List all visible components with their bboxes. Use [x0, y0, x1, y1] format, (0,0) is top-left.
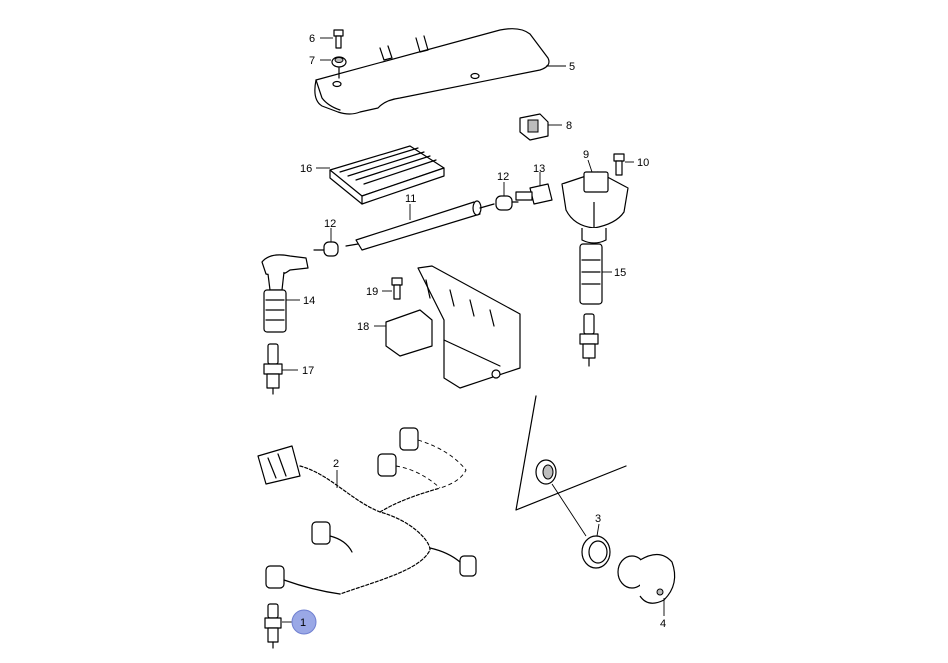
callout-5[interactable]: 5 [569, 61, 575, 73]
grommet-detail[interactable] [535, 459, 557, 485]
callout-16[interactable]: 16 [300, 163, 312, 175]
callout-10[interactable]: 10 [637, 157, 649, 169]
callout-1-highlight[interactable] [291, 609, 317, 635]
callout-1[interactable]: 1 [300, 617, 306, 629]
part-14-connector[interactable] [579, 243, 603, 305]
part-2-wiring-harness[interactable] [257, 427, 477, 595]
part-5-cover-plate[interactable] [314, 28, 550, 115]
callout-6[interactable]: 6 [309, 33, 315, 45]
part-15-spark-plug-connector[interactable] [261, 254, 309, 333]
part-1-spark-plug[interactable] [264, 603, 282, 649]
part-6-bolt[interactable] [333, 29, 344, 49]
part-18-bracket[interactable] [385, 265, 521, 389]
part-19-bolt[interactable] [391, 277, 403, 300]
part-16-ignition-module[interactable] [329, 145, 445, 205]
part-8-clip[interactable] [519, 113, 549, 141]
part-3-seal-ring[interactable] [581, 535, 611, 569]
callout-13[interactable]: 13 [533, 163, 545, 175]
callout-18[interactable]: 18 [357, 321, 369, 333]
part-12-boot-lower[interactable] [313, 241, 339, 257]
callout-7[interactable]: 7 [309, 55, 315, 67]
callout-9[interactable]: 9 [583, 149, 589, 161]
callout-12a[interactable]: 12 [497, 171, 509, 183]
callout-19[interactable]: 19 [366, 286, 378, 298]
callout-2[interactable]: 2 [333, 458, 339, 470]
callout-11[interactable]: 11 [405, 193, 416, 205]
callout-8[interactable]: 8 [566, 120, 572, 132]
part-4-sensor-cap[interactable] [617, 553, 676, 604]
part-9-ignition-coil[interactable] [561, 171, 629, 244]
part-11-lead-tube[interactable] [345, 200, 495, 251]
part-12-boot-upper[interactable] [495, 195, 519, 211]
callout-4[interactable]: 4 [660, 618, 666, 630]
part-17-spark-plug[interactable] [263, 343, 283, 395]
detail-frame [515, 395, 627, 511]
spark-plug-right[interactable] [579, 313, 599, 367]
part-7-grommet[interactable] [331, 56, 347, 79]
part-10-bolt[interactable] [613, 153, 625, 176]
callout-15[interactable]: 14 [303, 295, 315, 307]
part-13-connector[interactable] [515, 183, 553, 205]
callout-17[interactable]: 17 [302, 365, 314, 377]
callout-12b[interactable]: 12 [324, 218, 336, 230]
callout-14[interactable]: 15 [614, 267, 626, 279]
callout-3[interactable]: 3 [595, 513, 601, 525]
